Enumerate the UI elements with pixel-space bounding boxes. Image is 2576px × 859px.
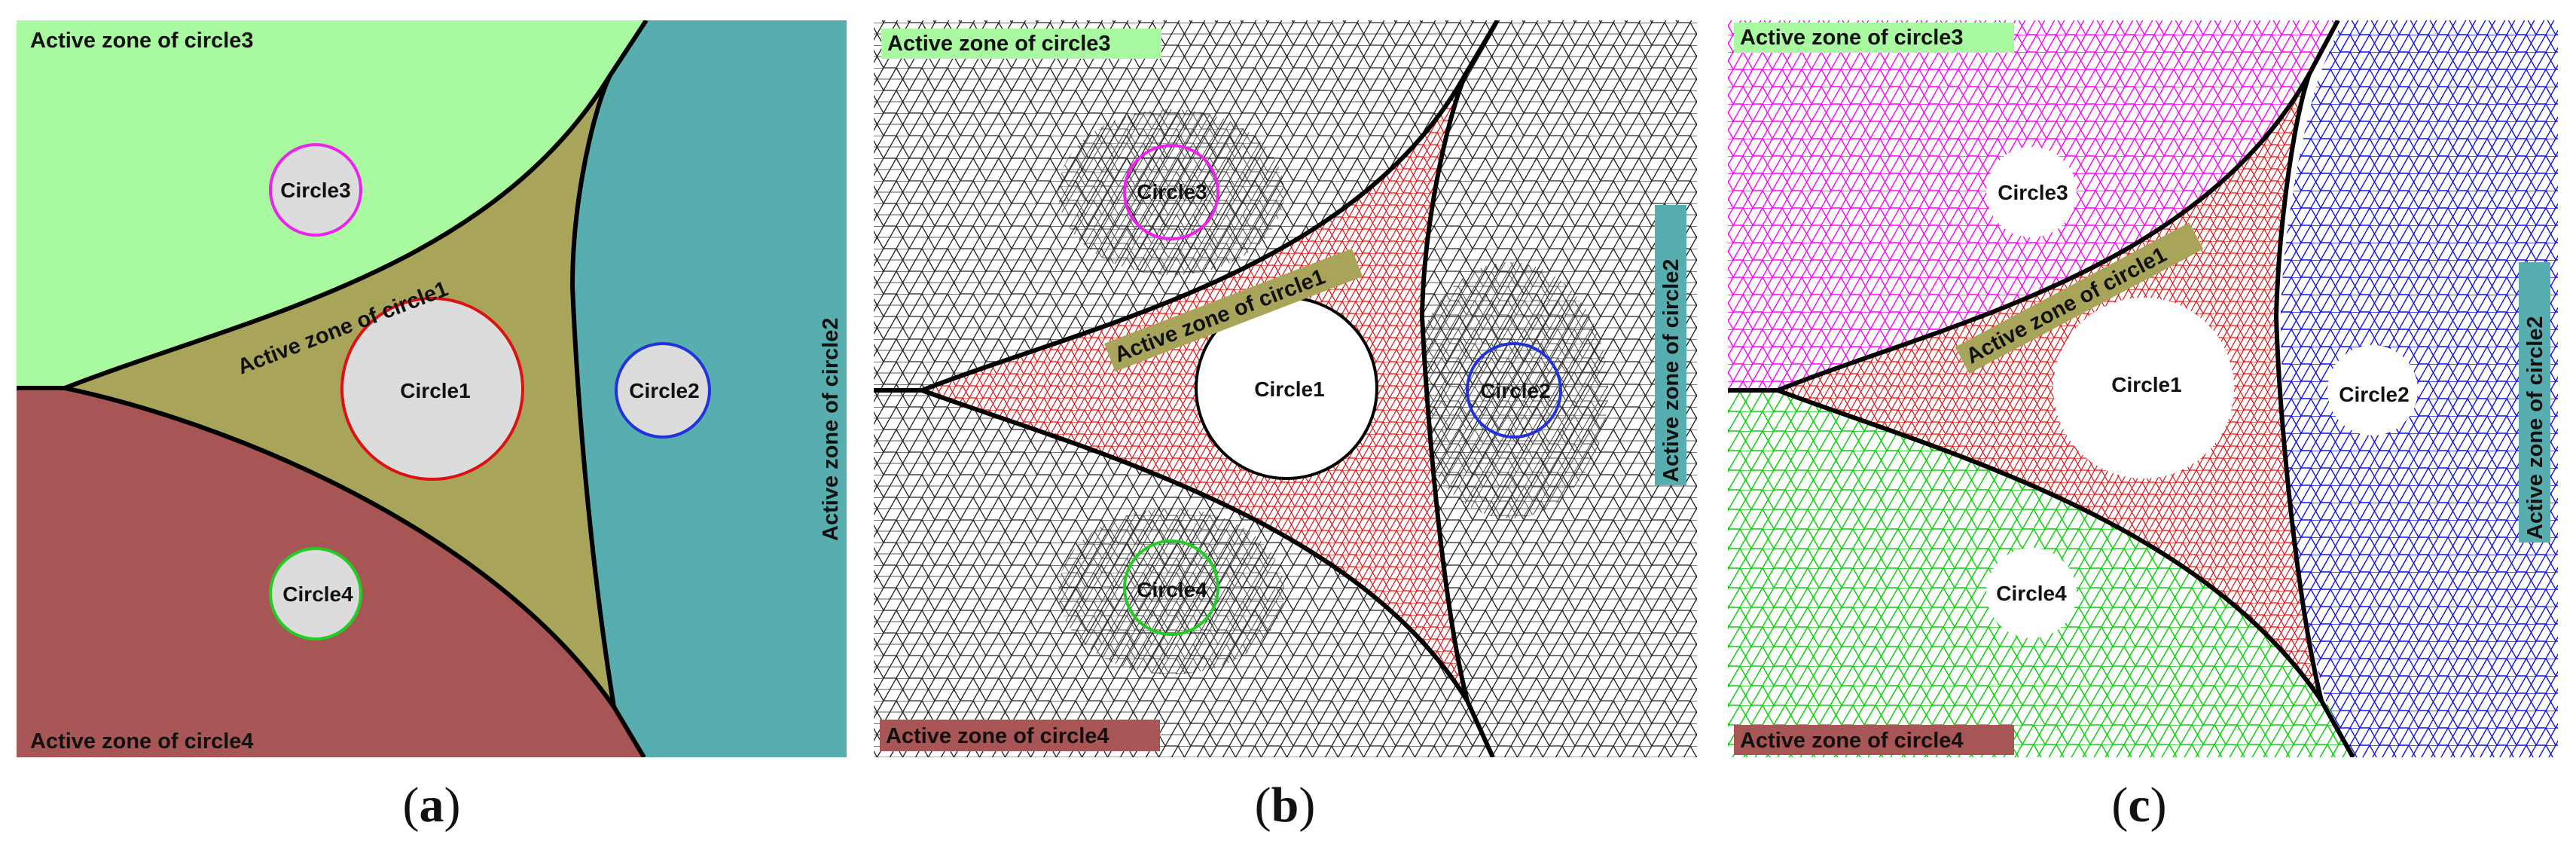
circle2: [615, 342, 711, 439]
caption-b: (b): [1255, 778, 1316, 833]
mesh-dense-circle2: [1412, 262, 1608, 518]
zone1-region: [65, 75, 614, 707]
circle3: [1123, 144, 1219, 240]
zone2-label-a: Active zone of circle2: [819, 317, 843, 541]
zone1-mesh-lines: [922, 74, 1467, 701]
circle4-label: Circle4: [282, 582, 353, 606]
mesh-dense-circle4: [1058, 509, 1284, 674]
zone2-chip: [1655, 205, 1686, 485]
circle3: [1986, 147, 2077, 237]
circle3-label: Circle3: [1998, 181, 2068, 204]
zone4-chip: [880, 720, 1160, 751]
circle2-label: Circle2: [1480, 379, 1550, 402]
zone3-chip: [1734, 23, 2014, 53]
zone3-chip: [881, 29, 1161, 59]
zone-boundaries-c: [1728, 20, 2355, 757]
circle2-label: Circle2: [629, 379, 699, 402]
zone2-mesh: [2281, 20, 2558, 757]
panel-a: Circle3 Circle1 Circle2 Circle4 Active z…: [17, 20, 847, 757]
zone4-label: Active zone of circle4: [1740, 729, 1964, 753]
caption-c-letter: c: [2128, 778, 2150, 833]
zone1-chip: [1955, 222, 2204, 374]
zone-boundaries-b: [874, 20, 1500, 757]
zone3-label: Active zone of circle3: [1740, 26, 1964, 50]
circle1-label: Circle1: [400, 379, 470, 402]
zone4-chip: [1734, 725, 2014, 755]
panel-b: Circle3 Circle1 Circle2 Circle4 Active z…: [874, 20, 1697, 757]
caption-a-letter: a: [420, 778, 444, 833]
zone2-chip: [2519, 262, 2550, 543]
zone1-chip: [1104, 248, 1363, 372]
zone2-label: Active zone of circle2: [1659, 258, 1683, 482]
circle1: [340, 297, 524, 481]
circle4: [1986, 548, 2077, 638]
circle3-label: Circle3: [1137, 180, 1207, 203]
caption-b-letter: b: [1271, 778, 1299, 833]
circle2: [2327, 345, 2418, 436]
circle4: [269, 547, 362, 640]
circle4-label: Circle4: [1996, 582, 2067, 605]
caption-c: (c): [2111, 778, 2166, 833]
circle1-label: Circle1: [2111, 373, 2181, 396]
circle1-label: Circle1: [1254, 378, 1324, 401]
circle1: [2053, 298, 2234, 478]
circle2: [1466, 342, 1562, 439]
circle3-label: Circle3: [280, 179, 350, 202]
circle3: [269, 143, 362, 237]
panel-c: Circle3 Circle1 Circle2 Circle4 Active z…: [1728, 20, 2558, 757]
zone3-label: Active zone of circle3: [887, 32, 1111, 56]
circle2-label: Circle2: [2339, 383, 2409, 406]
zone2-label: Active zone of circle2: [2523, 316, 2547, 540]
caption-a: (a): [403, 778, 461, 833]
zone3-label: Active zone of circle3: [30, 29, 254, 53]
circle4-label: Circle4: [1137, 578, 1207, 601]
circle4: [1123, 540, 1219, 636]
zone4-label: Active zone of circle4: [30, 729, 254, 754]
mesh-dense-circle3: [1058, 109, 1284, 275]
zone-boundaries: [17, 20, 649, 757]
zone4-label: Active zone of circle4: [886, 724, 1109, 748]
